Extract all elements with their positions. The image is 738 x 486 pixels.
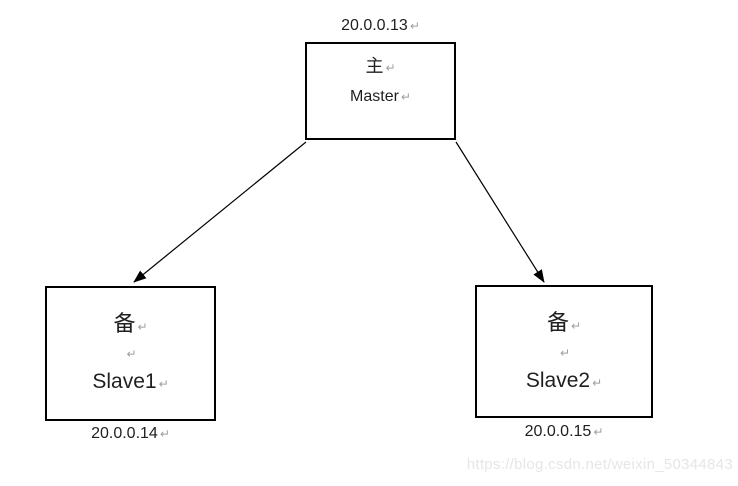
- line-break-mark-icon: ↵: [409, 19, 420, 33]
- slave1-empty-line: ↵: [47, 341, 214, 367]
- line-break-mark-icon: ↵: [593, 425, 604, 439]
- master-role-line: 主↵: [307, 52, 454, 82]
- master-name-text: Master: [350, 88, 399, 105]
- line-break-mark-icon: ↵: [592, 376, 603, 390]
- slave1-name-line: Slave1↵: [47, 367, 214, 399]
- slave1-name-text: Slave1: [92, 370, 157, 393]
- line-break-mark-icon: ↵: [570, 319, 582, 333]
- line-break-mark-icon: ↵: [559, 346, 571, 360]
- line-break-mark-icon: ↵: [159, 427, 170, 441]
- slave2-ip-text: 20.0.0.15: [524, 423, 592, 440]
- slave1-node-box: 备↵ ↵ Slave1↵: [45, 286, 216, 421]
- master-role-text: 主: [365, 56, 384, 76]
- line-break-mark-icon: ↵: [400, 90, 411, 104]
- line-break-mark-icon: ↵: [385, 61, 396, 75]
- arrow-master-to-slave1-icon: [133, 141, 307, 283]
- slave2-role-line: 备↵: [477, 309, 651, 340]
- slave1-role-line: 备↵: [47, 310, 214, 341]
- slave2-empty-line: ↵: [477, 340, 651, 366]
- line-break-mark-icon: ↵: [158, 377, 169, 391]
- line-break-mark-icon: ↵: [126, 347, 137, 361]
- slave2-node-box: 备↵ ↵ Slave2↵: [475, 285, 653, 418]
- master-node-box: 主↵ Master↵: [305, 42, 456, 140]
- slave2-ip-label: 20.0.0.15↵: [475, 420, 653, 444]
- slave2-name-line: Slave2↵: [477, 366, 651, 398]
- csdn-watermark: https://blog.csdn.net/weixin_50344843: [466, 456, 733, 473]
- line-break-mark-icon: ↵: [137, 320, 148, 334]
- master-name-line: Master↵: [307, 82, 454, 112]
- master-ip-label: 20.0.0.13↵: [305, 14, 456, 38]
- slave1-ip-label: 20.0.0.14↵: [45, 422, 216, 446]
- slave1-role-text: 备: [113, 311, 136, 336]
- slave2-name-text: Slave2: [525, 369, 591, 392]
- slave1-ip-text: 20.0.0.14: [91, 425, 158, 442]
- slave2-role-text: 备: [546, 310, 569, 335]
- master-ip-text: 20.0.0.13: [341, 17, 408, 34]
- arrow-master-to-slave2-icon: [455, 141, 545, 283]
